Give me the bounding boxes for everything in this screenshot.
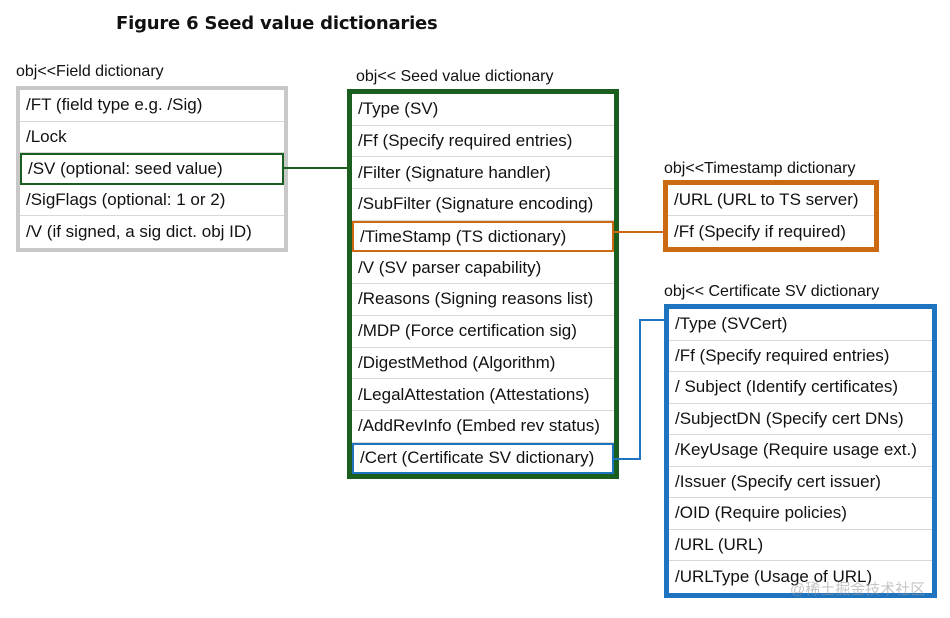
seed-row-legalattestation: /LegalAttestation (Attestations)	[352, 379, 614, 411]
field-row-ft: /FT (field type e.g. /Sig)	[20, 90, 284, 122]
timestamp-dictionary-box: /URL (URL to TS server) /Ff (Specify if …	[663, 180, 879, 252]
seed-row-reasons: /Reasons (Signing reasons list)	[352, 284, 614, 316]
cert-row-urltype: /URLType (Usage of URL)	[675, 566, 873, 586]
seed-row-ff: /Ff (Specify required entries)	[352, 126, 614, 158]
field-row-lock: /Lock	[20, 122, 284, 154]
page-title: Figure 6 Seed value dictionaries	[116, 13, 438, 34]
seed-row-digestmethod: /DigestMethod (Algorithm)	[352, 348, 614, 380]
field-dictionary-title: obj<<Field dictionary	[16, 63, 164, 80]
timestamp-dictionary-title: obj<<Timestamp dictionary	[664, 160, 856, 177]
certificate-sv-dictionary-title: obj<< Certificate SV dictionary	[664, 283, 880, 300]
seed-row-timestamp: /TimeStamp (TS dictionary)	[352, 220, 614, 253]
seed-row-v: /V (SV parser capability)	[352, 252, 614, 285]
cert-row-subject: / Subject (Identify certificates)	[669, 372, 932, 404]
cert-row-issuer: /Issuer (Specify cert issuer)	[669, 467, 932, 498]
cert-row-oid: /OID (Require policies)	[669, 498, 932, 530]
seed-row-subfilter: /SubFilter (Signature encoding)	[352, 189, 614, 221]
field-row-sv: /SV (optional: seed value)	[20, 153, 284, 185]
seed-row-filter: /Filter (Signature handler)	[352, 157, 614, 190]
connector-cert-to-certsv	[612, 319, 668, 460]
seed-value-dictionary-box: /Type (SV) /Ff (Specify required entries…	[347, 89, 619, 479]
cert-row-url: /URL (URL)	[669, 530, 932, 561]
field-dictionary-box: /FT (field type e.g. /Sig) /Lock /SV (op…	[16, 86, 288, 252]
cert-row-type: /Type (SVCert)	[669, 309, 932, 341]
field-row-sigflags: /SigFlags (optional: 1 or 2)	[20, 185, 284, 217]
certificate-sv-dictionary-box: /Type (SVCert) /Ff (Specify required ent…	[664, 304, 937, 598]
seed-row-addrevinfo: /AddRevInfo (Embed rev status)	[352, 411, 614, 443]
cert-row-ff: /Ff (Specify required entries)	[669, 341, 932, 372]
seed-row-type: /Type (SV)	[352, 94, 614, 126]
seed-row-mdp: /MDP (Force certification sig)	[352, 316, 614, 348]
cert-row-subjectdn: /SubjectDN (Specify cert DNs)	[669, 404, 932, 435]
field-row-v: /V (if signed, a sig dict. obj ID)	[26, 222, 252, 242]
timestamp-row-ff: /Ff (Specify if required)	[674, 221, 846, 241]
seed-value-dictionary-title: obj<< Seed value dictionary	[356, 68, 554, 85]
timestamp-row-url: /URL (URL to TS server)	[668, 185, 874, 216]
watermark: @稀土掘金技术社区	[790, 581, 926, 598]
cert-row-keyusage: /KeyUsage (Require usage ext.)	[669, 435, 932, 467]
